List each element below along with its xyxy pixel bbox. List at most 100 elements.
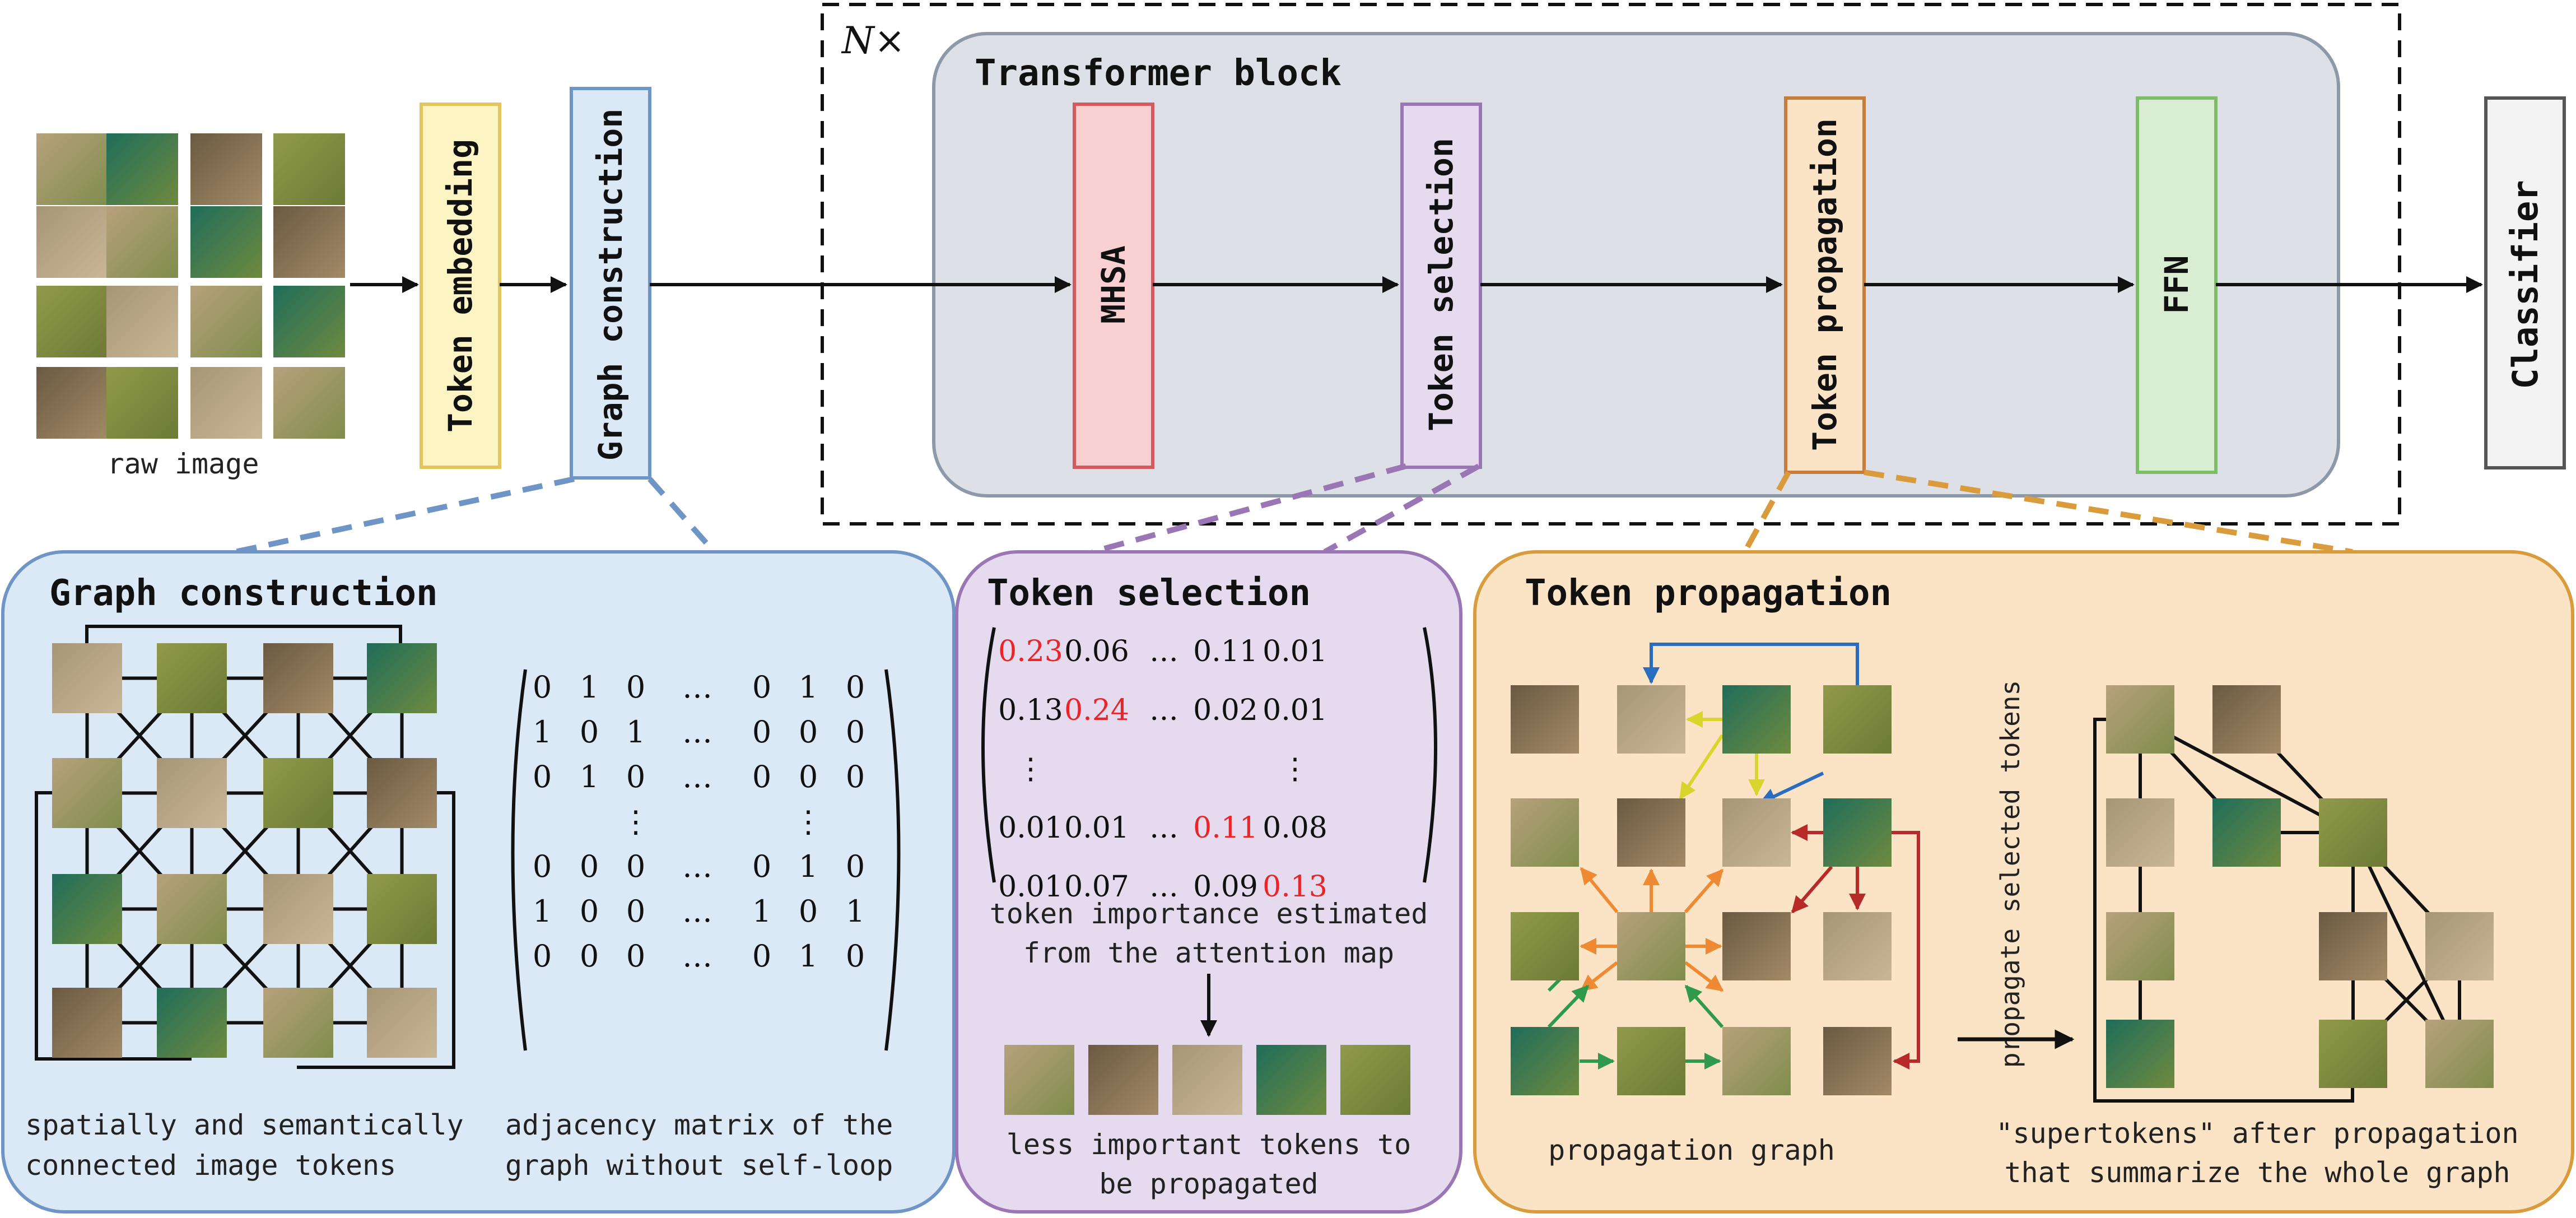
- image-patch: [157, 874, 227, 944]
- matrix-cell: 0: [580, 714, 599, 750]
- matrix-cell: 0: [846, 714, 865, 750]
- attention-cell: 0.13: [1263, 870, 1327, 904]
- token-selection-panel: [955, 550, 1462, 1214]
- graph-caption-right-1: adjacency matrix of the: [505, 1109, 893, 1141]
- image-patch: [273, 133, 345, 205]
- matrix-cell: ⋮: [621, 804, 651, 839]
- propagation-edge: [1547, 984, 1590, 1029]
- image-patch: [1617, 912, 1685, 980]
- mhsa-label: MHSA: [1094, 245, 1133, 324]
- propagation-panel-title: Token propagation: [1525, 573, 1892, 614]
- matrix-cell: 0: [799, 759, 818, 794]
- matrix-bracket-left: [511, 669, 527, 1051]
- image-patch: [2212, 685, 2281, 754]
- token-embedding-label: Token embedding: [441, 139, 479, 433]
- token-selection-label: Token selection: [1422, 138, 1460, 431]
- image-patch: [2106, 1020, 2174, 1088]
- matrix-bracket-right: [884, 669, 901, 1051]
- matrix-cell: 0: [846, 759, 865, 794]
- image-patch: [2319, 1020, 2387, 1088]
- image-patch: [52, 758, 122, 828]
- image-patch: [2319, 912, 2387, 980]
- image-patch: [1172, 1045, 1242, 1115]
- propagation-edge: [1643, 643, 1859, 685]
- image-patch: [52, 874, 122, 944]
- attention-cell: 0.01: [1263, 635, 1327, 668]
- image-patch: [1823, 685, 1892, 754]
- attention-cell: …: [1149, 811, 1178, 845]
- matrix-cell: 0: [846, 670, 865, 705]
- matrix-cell: …: [682, 849, 712, 884]
- graph-edge: [297, 791, 455, 1069]
- propagation-graph: [1511, 643, 1920, 1095]
- connector-propagation-right: [1864, 469, 2353, 555]
- graph-edge: [85, 625, 402, 643]
- matrix-cell: 0: [533, 849, 552, 884]
- image-patch: [1823, 798, 1892, 867]
- graph-caption-left-2: connected image tokens: [25, 1149, 396, 1182]
- matrix-cell: 1: [799, 849, 818, 884]
- attention-cell: …: [1149, 694, 1178, 727]
- raw-image: [36, 133, 345, 439]
- attention-cell: 0.09: [1193, 870, 1258, 904]
- matrix-cell: 0: [533, 670, 552, 705]
- image-patch: [367, 874, 437, 944]
- image-patch: [1617, 685, 1685, 754]
- matrix-cell: 1: [626, 714, 645, 750]
- matrix-cell: 1: [846, 894, 865, 929]
- classifier-label: Classifier: [2505, 180, 2546, 389]
- image-patch: [367, 758, 437, 828]
- graph-caption-left-1: spatially and semantically: [25, 1109, 464, 1141]
- matrix-cell: …: [682, 938, 712, 974]
- matrix-bracket-right: [1423, 627, 1437, 883]
- propagation-caption-right-1: "supertokens" after propagation: [1996, 1117, 2518, 1150]
- image-patch: [106, 367, 178, 439]
- matrix-cell: ⋮: [793, 804, 823, 839]
- matrix-cell: …: [682, 670, 712, 705]
- image-patch: [367, 988, 437, 1058]
- propagation-edge: [1684, 961, 1724, 992]
- image-patch: [106, 206, 178, 278]
- attention-cell: 0.06: [1064, 635, 1129, 668]
- matrix-cell: 0: [580, 849, 599, 884]
- image-patch: [2106, 685, 2174, 754]
- token-propagation-label: Token propagation: [1806, 118, 1844, 451]
- matrix-cell: 0: [799, 714, 818, 750]
- image-patch: [273, 206, 345, 278]
- image-patch: [1511, 685, 1579, 754]
- image-patch: [1823, 912, 1892, 980]
- matrix-cell: 1: [799, 670, 818, 705]
- propagation-edge: [1684, 868, 1724, 913]
- matrix-cell: …: [682, 894, 712, 929]
- matrix-cell: 1: [580, 759, 599, 794]
- attention-cell: …: [1149, 635, 1178, 668]
- graph-caption-right-2: graph without self-loop: [505, 1149, 893, 1182]
- propagation-caption-right-2: that summarize the whole graph: [2004, 1156, 2510, 1189]
- image-patch: [106, 133, 178, 205]
- image-patch: [1617, 1027, 1685, 1095]
- matrix-cell: 0: [580, 938, 599, 974]
- image-patch: [52, 988, 122, 1058]
- selection-caption-bottom-2: be propagated: [1099, 1168, 1318, 1200]
- supertoken-graph: [2093, 685, 2494, 1103]
- attention-cell: 0.01: [1064, 811, 1129, 845]
- less-important-tokens: [1004, 1045, 1410, 1115]
- matrix-cell: 0: [846, 938, 865, 974]
- image-patch: [1722, 1027, 1791, 1095]
- image-patch: [263, 988, 333, 1058]
- attention-cell: …: [1149, 870, 1178, 904]
- supertoken-edge: [2093, 718, 2354, 1103]
- supertoken-edge: [2351, 831, 2461, 1055]
- image-patch: [36, 206, 108, 278]
- image-patch: [367, 643, 437, 713]
- image-patch: [1256, 1045, 1326, 1115]
- image-patch: [1340, 1045, 1410, 1115]
- supertoken-edge: [2139, 718, 2354, 834]
- transformer-block-title: Transformer block: [975, 53, 1341, 94]
- attention-cell: 0.07: [1064, 870, 1129, 904]
- connector-selection-left: [1091, 463, 1407, 555]
- image-patch: [1004, 1045, 1074, 1115]
- matrix-cell: 0: [626, 894, 645, 929]
- image-patch: [1722, 912, 1791, 980]
